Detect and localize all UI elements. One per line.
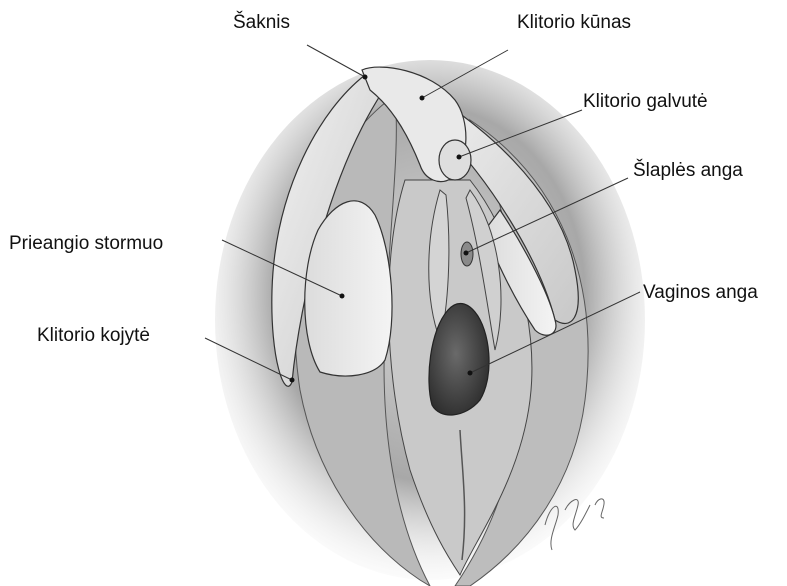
label-vestibular-bulb: Prieangio stormuo [9, 234, 163, 253]
label-urethral-opening: Šlaplės anga [633, 161, 743, 180]
dot-crus [290, 378, 295, 383]
dot-urethral-opening [464, 251, 469, 256]
label-clitoral-crus: Klitorio kojytė [37, 326, 150, 345]
dot-glans [457, 155, 462, 160]
label-clitoral-body: Klitorio kūnas [517, 13, 631, 32]
dot-vaginal-opening [468, 371, 473, 376]
dot-vestibular-bulb [340, 294, 345, 299]
leader-root [307, 45, 365, 77]
dot-body [420, 96, 425, 101]
dot-root [363, 75, 368, 80]
clitoral-glans [439, 140, 471, 180]
label-vaginal-opening: Vaginos anga [643, 283, 758, 302]
label-root: Šaknis [233, 13, 290, 32]
label-clitoral-glans: Klitorio galvutė [583, 92, 708, 111]
